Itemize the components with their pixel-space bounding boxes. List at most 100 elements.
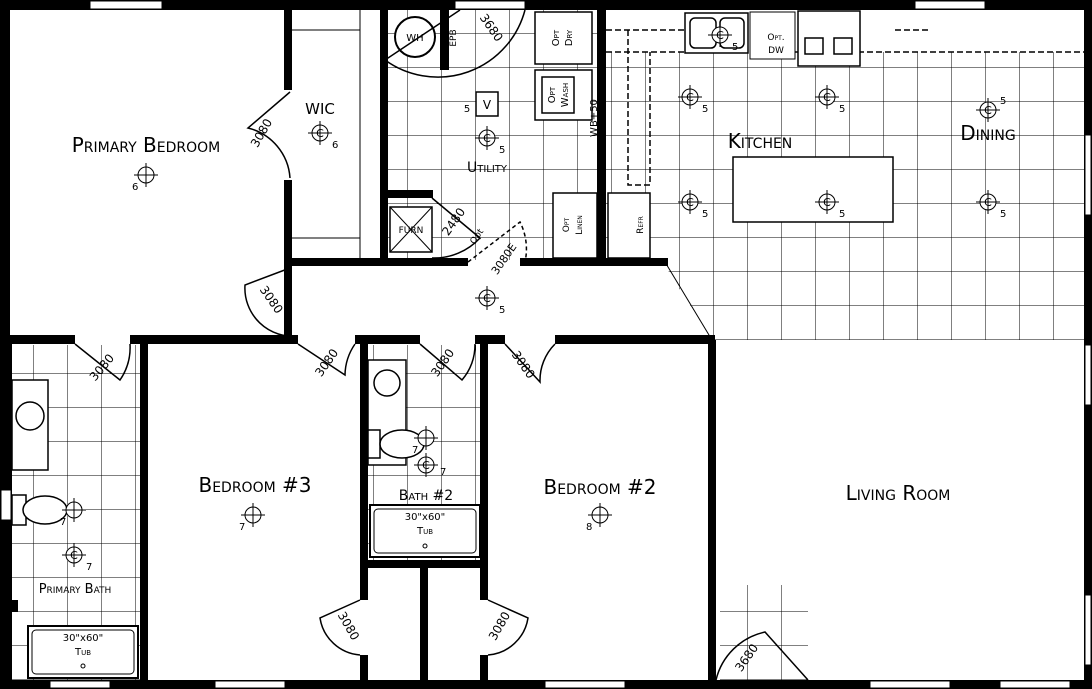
- range: [797, 10, 861, 67]
- ceiling-light-icon: C5: [815, 190, 845, 220]
- svg-text:C: C: [483, 132, 491, 145]
- ceiling-light-icon: C5: [678, 190, 708, 220]
- ceiling-light-number: 5: [732, 42, 738, 53]
- ceiling-light-number: 5: [702, 209, 708, 220]
- ceiling-light-icon: C7: [62, 543, 92, 573]
- room-label-bedroom-3: Bedroom #3: [198, 473, 311, 497]
- ceiling-light-number: 5: [839, 209, 845, 220]
- wic-shelves: [292, 10, 361, 258]
- door-swing: [419, 343, 476, 382]
- door-swing: [715, 631, 809, 681]
- primary-tub: 30"x60" Tub: [27, 625, 139, 679]
- tub-label: Tub: [416, 526, 433, 537]
- ceiling-fixtures: 6 C6 C5 C5 C5 C5 C5 C5 C5: [60, 23, 1006, 573]
- ceiling-light-number: 5: [702, 104, 708, 115]
- ceiling-light-icon: 6: [132, 163, 158, 193]
- furnace: FURN: [389, 206, 433, 253]
- ceiling-light-icon: C5: [475, 286, 505, 316]
- ceiling-light-number: 7: [86, 562, 92, 573]
- svg-text:C: C: [823, 196, 831, 209]
- dishwasher: Opt. DW: [749, 11, 796, 60]
- washer: Opt Wash: [534, 69, 593, 121]
- opt-linen-label-1: Opt: [562, 217, 572, 232]
- optional-door-swing: [467, 220, 528, 263]
- bath-fixtures: [11, 359, 425, 526]
- opt-wash-label-2: Wash: [560, 83, 571, 107]
- ceiling-light-number: 7: [60, 517, 66, 528]
- ceiling-light-icon: C5: [475, 126, 505, 156]
- door-swing: [504, 343, 556, 384]
- ceiling-light-number: 5: [499, 145, 505, 156]
- door-swing: [487, 599, 529, 656]
- svg-text:C: C: [70, 549, 78, 562]
- tub-label: Tub: [74, 647, 91, 658]
- room-label-wic: WIC: [305, 100, 335, 118]
- opt-wash-label-1: Opt: [547, 86, 558, 103]
- furn-label: FURN: [399, 226, 424, 236]
- ceiling-light-icon: C6: [308, 121, 338, 151]
- svg-text:C: C: [686, 91, 694, 104]
- kitchen-island: [732, 156, 894, 223]
- ceiling-light-number: 7: [440, 467, 446, 478]
- door-swing: [244, 267, 299, 338]
- ceiling-light-number: 5: [839, 104, 845, 115]
- svg-text:C: C: [686, 196, 694, 209]
- door-swing: [74, 343, 131, 382]
- room-label-primary-bath: Primary Bath: [39, 582, 112, 597]
- room-label-living-room: Living Room: [846, 481, 951, 505]
- ceiling-light-icon: C5: [976, 96, 1006, 122]
- svg-text:C: C: [316, 127, 324, 140]
- ceiling-light-icon: C5: [815, 85, 845, 115]
- ceiling-light-number: 5: [1000, 96, 1006, 107]
- svg-text:C: C: [984, 196, 992, 209]
- room-label-dining: Dining: [960, 121, 1015, 145]
- door-swing: [246, 91, 291, 179]
- ceiling-light-icon: C7: [414, 453, 446, 478]
- opt-dw-label-1: Opt.: [767, 33, 784, 43]
- vent: V 5: [464, 91, 499, 117]
- bath2-tub: 30"x60" Tub: [369, 504, 481, 558]
- svg-text:C: C: [823, 91, 831, 104]
- wb-label: WB+50: [589, 99, 600, 137]
- room-label-bath-2: Bath #2: [399, 488, 453, 504]
- door-swing: [319, 599, 361, 656]
- ceiling-light-number: 8: [586, 522, 592, 533]
- ceiling-light-icon: C5: [708, 23, 738, 53]
- ceiling-light-number: 5: [499, 305, 505, 316]
- tub-size-label: 30"x60": [63, 633, 104, 644]
- ceiling-light-icon: 7: [412, 426, 438, 456]
- svg-text:C: C: [483, 292, 491, 305]
- opt-dry-label-2: Dry: [564, 29, 575, 46]
- ceiling-light-number: 6: [332, 140, 338, 151]
- ceiling-light-icon: 8: [586, 503, 612, 533]
- opt-dw-label-2: DW: [768, 46, 784, 56]
- ceiling-light-number: 6: [132, 182, 138, 193]
- ceiling-light-icon: 7: [239, 503, 265, 533]
- ceiling-light-number: 7: [412, 445, 418, 456]
- linen-closet: Opt Linen: [552, 192, 598, 259]
- svg-text:C: C: [984, 104, 992, 117]
- dryer: Opt Dry: [534, 11, 593, 65]
- ceiling-light-icon: C5: [976, 190, 1006, 220]
- room-label-utility: Utility: [467, 160, 508, 176]
- opt-dry-label-1: Opt: [551, 29, 562, 46]
- svg-text:C: C: [422, 459, 430, 472]
- epb-label: EPB: [449, 29, 459, 46]
- svg-text:C: C: [716, 29, 724, 42]
- tub-size-label: 30"x60": [405, 512, 446, 523]
- ceiling-light-number: 5: [1000, 209, 1006, 220]
- room-label-bedroom-2: Bedroom #2: [543, 475, 656, 499]
- refrigerator: Refr: [607, 192, 651, 259]
- vent-number: 5: [464, 104, 470, 115]
- ceiling-light-icon: C5: [678, 85, 708, 115]
- vent-label: V: [483, 98, 492, 112]
- wh-label: WH: [406, 33, 423, 44]
- room-label-primary-bedroom: Primary Bedroom: [72, 133, 221, 157]
- door-swing: [431, 197, 482, 259]
- room-label-kitchen: Kitchen: [728, 129, 793, 153]
- water-heater: WH: [394, 16, 436, 58]
- door-swing: [297, 343, 356, 377]
- ceiling-light-number: 7: [239, 522, 245, 533]
